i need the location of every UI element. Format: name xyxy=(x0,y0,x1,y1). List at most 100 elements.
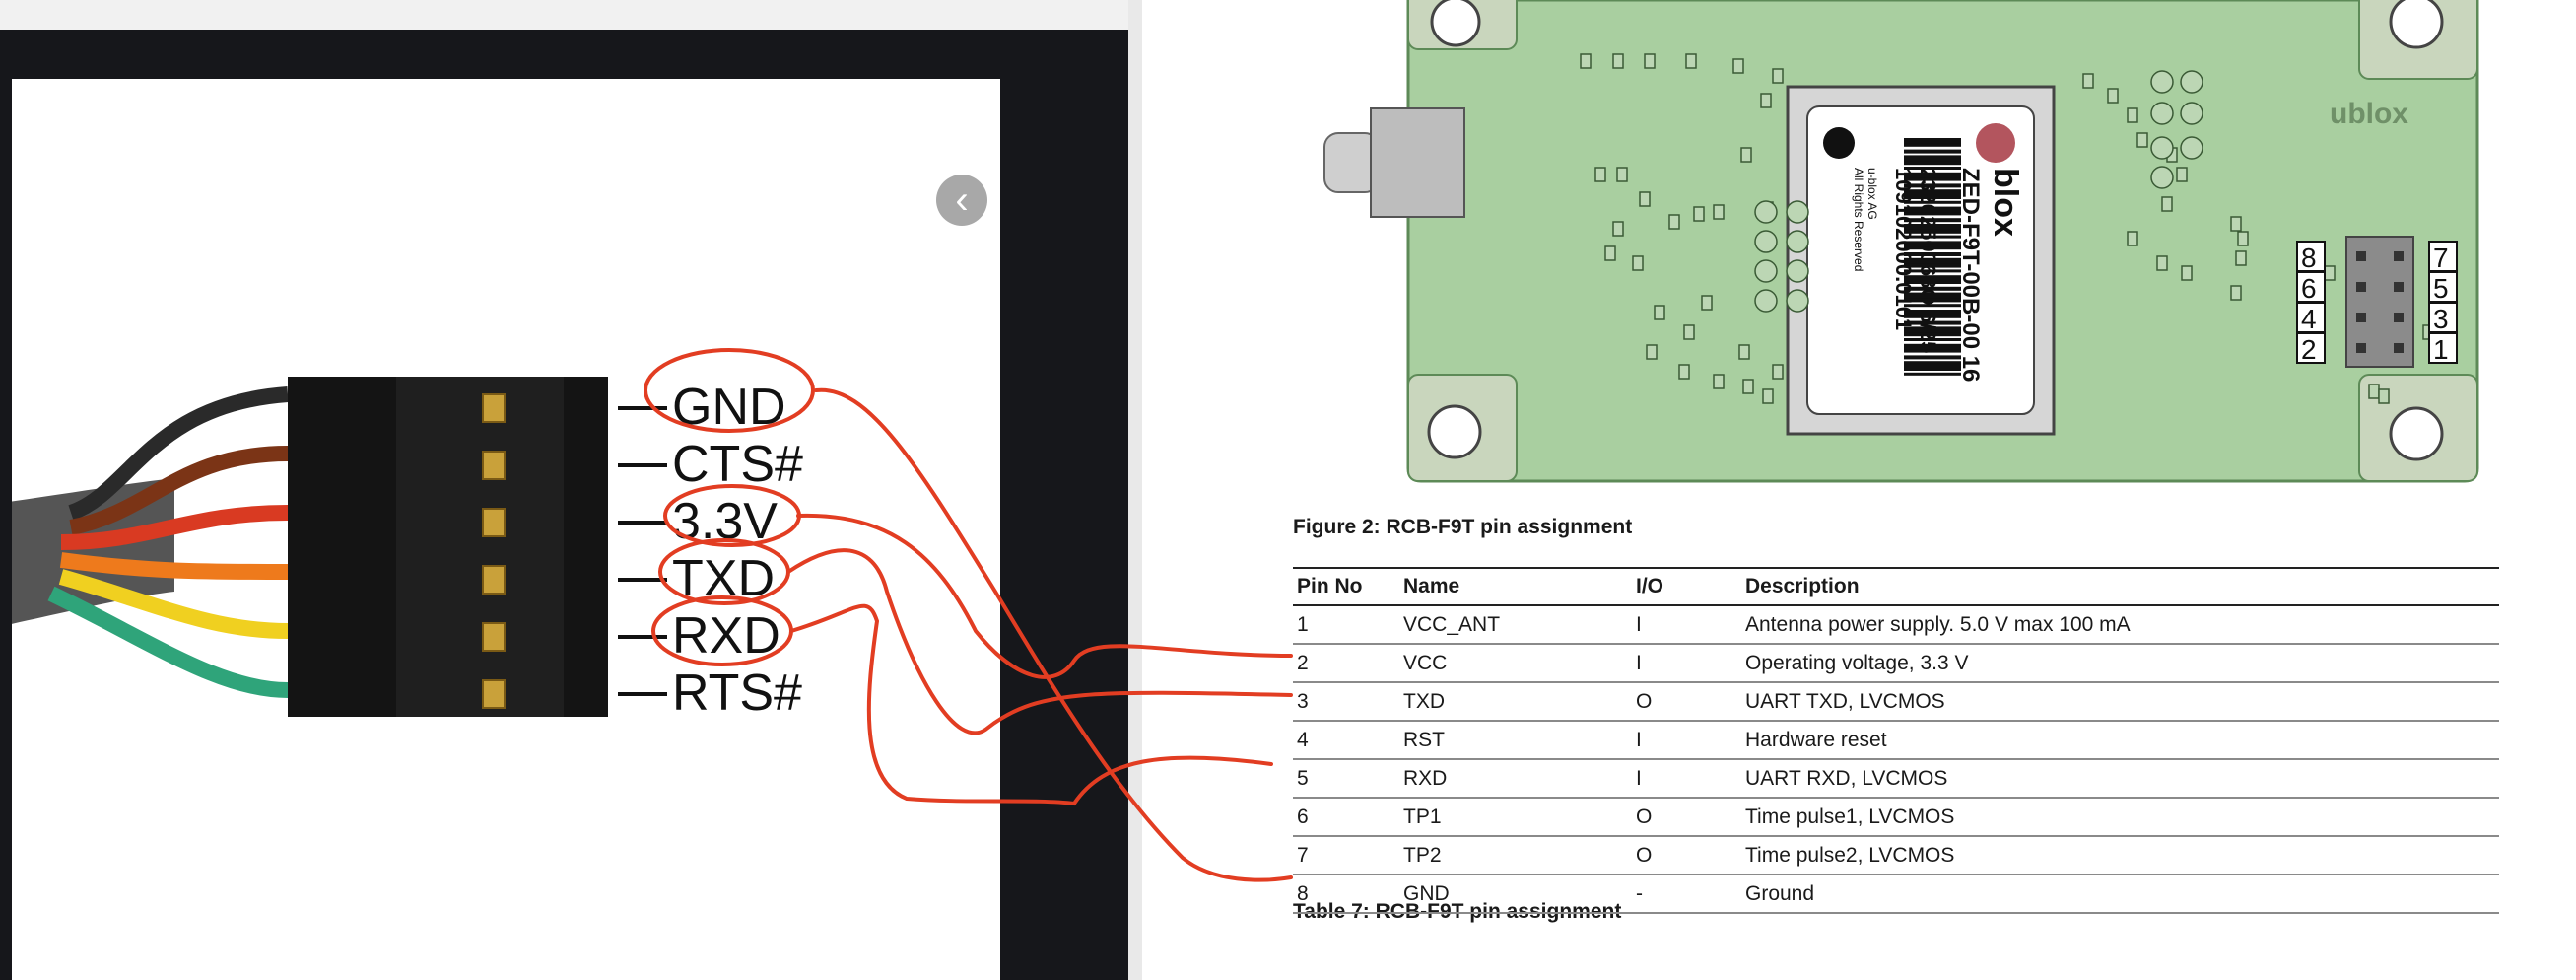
smd-component xyxy=(1580,53,1592,69)
barcode-bar xyxy=(1904,252,1961,256)
smd-component xyxy=(1678,364,1690,380)
mount-hole-top-left xyxy=(1430,0,1481,47)
pin-name: VCC_ANT xyxy=(1399,605,1632,645)
pin-description: Antenna power supply. 5.0 V max 100 mA xyxy=(1741,605,2499,645)
smd-component xyxy=(2156,255,2168,271)
pin-label: RTS# xyxy=(672,665,802,722)
smd-component xyxy=(1685,53,1697,69)
header-pin-dot xyxy=(2394,343,2404,353)
barcode-bar xyxy=(1904,235,1961,239)
connector-face xyxy=(396,377,564,717)
header-pin-box xyxy=(2428,241,2458,272)
pin-description: Ground xyxy=(1741,875,2499,914)
barcode-bar xyxy=(1904,315,1961,318)
header-pin-number: 1 xyxy=(2433,334,2449,365)
table-header-row: Pin No Name I/O Description xyxy=(1293,567,2499,606)
barcode-bar xyxy=(1904,263,1961,268)
barcode-bar xyxy=(1904,343,1961,351)
module-pin1-dot xyxy=(1823,127,1855,159)
barcode-bar xyxy=(1904,304,1961,308)
header-pin-number: 7 xyxy=(2433,243,2449,273)
header-pin-number: 2 xyxy=(2301,334,2317,365)
barcode-bar xyxy=(1904,200,1961,204)
barcode-bar xyxy=(1904,269,1961,273)
smd-component xyxy=(1713,374,1725,389)
header-pin-number: 5 xyxy=(2433,273,2449,304)
mount-hole-bottom-left xyxy=(1427,404,1482,459)
barcode-bar xyxy=(1904,138,1961,145)
barcode-bar xyxy=(1904,298,1961,303)
smd-component xyxy=(2230,216,2242,232)
figure-caption: Figure 2: RCB-F9T pin assignment xyxy=(1293,516,1633,538)
header-pin-box xyxy=(2428,332,2458,364)
header-pin-number: 4 xyxy=(2301,304,2317,334)
barcode-bar xyxy=(1904,320,1961,325)
previous-image-button[interactable]: ‹ xyxy=(936,175,987,226)
test-point xyxy=(2150,70,2174,94)
smd-component xyxy=(2082,73,2094,89)
connector-pin xyxy=(482,565,506,595)
smd-component xyxy=(1632,255,1644,271)
pin-no: 7 xyxy=(1293,836,1399,875)
pin-io: - xyxy=(1632,875,1741,914)
smd-component xyxy=(1604,245,1616,261)
header-pin-dot xyxy=(2394,251,2404,261)
barcode-bar xyxy=(1904,149,1961,154)
module-brand: blox xyxy=(1987,168,2024,237)
smd-component xyxy=(2324,265,2336,281)
wire-black xyxy=(68,386,289,521)
wire-red xyxy=(60,505,289,550)
test-point xyxy=(1754,289,1778,313)
pin-label: RXD xyxy=(672,607,780,665)
smd-component xyxy=(1713,204,1725,220)
smd-component xyxy=(1612,221,1624,237)
smd-component xyxy=(1683,324,1695,340)
header-pin-dot xyxy=(2356,282,2366,292)
smd-component xyxy=(1701,295,1713,311)
barcode-bar xyxy=(1904,286,1961,291)
mount-hole-bottom-right xyxy=(2389,406,2444,461)
header-pin-no: Pin No xyxy=(1293,567,1399,606)
smd-component xyxy=(1668,214,1680,230)
header-pin-dot xyxy=(2356,313,2366,322)
header-pin-box xyxy=(2296,241,2326,272)
smd-component xyxy=(1772,68,1784,84)
smd-component xyxy=(1762,388,1774,404)
barcode-bar xyxy=(1904,189,1961,197)
pin-no: 8 xyxy=(1293,875,1399,914)
header-pin-dot xyxy=(2356,343,2366,353)
chevron-left-icon: ‹ xyxy=(955,178,969,222)
barcode-bar xyxy=(1904,177,1961,181)
test-point xyxy=(1786,259,1809,283)
connector-pin xyxy=(482,508,506,537)
smd-component xyxy=(2136,132,2148,148)
viewer-top-bar xyxy=(0,0,1128,30)
smd-component xyxy=(2176,167,2188,182)
pin-description: UART TXD, LVCMOS xyxy=(1741,682,2499,722)
module-barcode xyxy=(1904,138,1961,376)
test-point xyxy=(2150,136,2174,160)
pin-io: O xyxy=(1632,798,1741,837)
barcode-bar xyxy=(1904,241,1961,248)
test-point xyxy=(1754,230,1778,253)
smd-component xyxy=(1639,191,1651,207)
pane-divider[interactable] xyxy=(1128,0,1142,980)
test-point xyxy=(2180,102,2203,125)
pin-no: 2 xyxy=(1293,644,1399,683)
smd-component xyxy=(1646,344,1658,360)
smd-component xyxy=(2378,388,2390,404)
pin-no: 5 xyxy=(1293,759,1399,799)
header-pin-box xyxy=(2296,302,2326,333)
barcode-bar xyxy=(1904,206,1961,214)
smd-component xyxy=(1740,147,1752,163)
header-pin-dot xyxy=(2394,313,2404,322)
pin-description: Hardware reset xyxy=(1741,721,2499,760)
pin-io: I xyxy=(1632,644,1741,683)
